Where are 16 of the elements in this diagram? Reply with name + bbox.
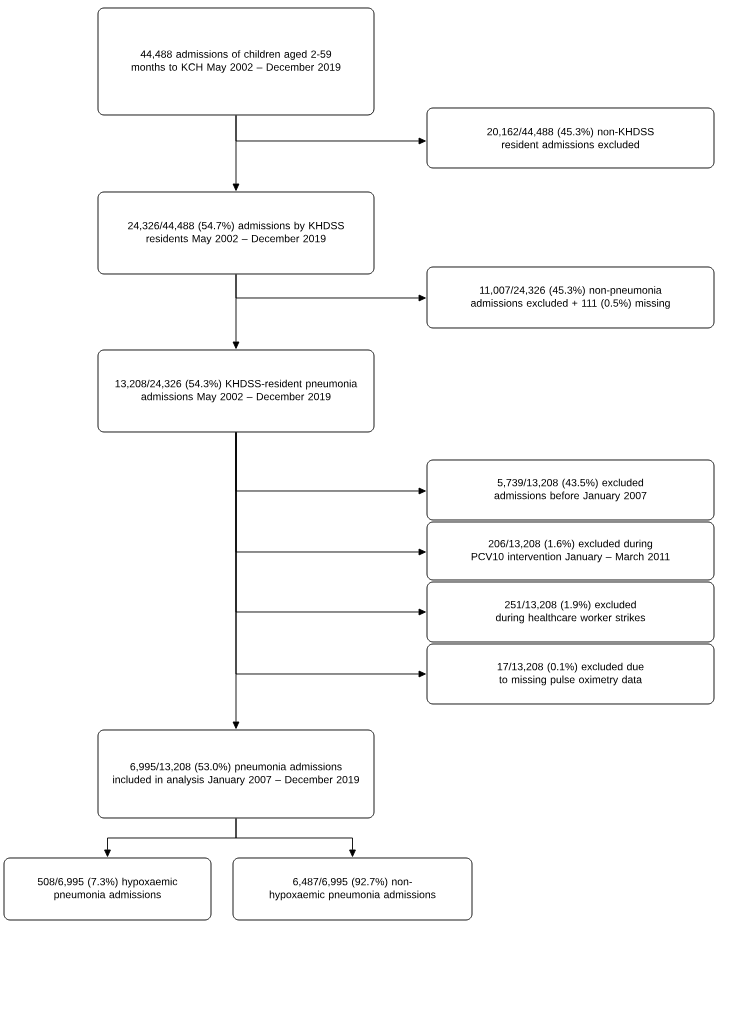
flow-box: 6,995/13,208 (53.0%) pneumonia admissions included in analysis January 2007 – December 2019 <box>97 729 375 819</box>
flow-box: 17/13,208 (0.1%) excluded due to missing pulse oximetry data <box>426 643 715 705</box>
flow-box: 11,007/24,326 (45.3%) non-pneumonia admissions excluded + 111 (0.5%) missing <box>426 266 715 329</box>
flow-box: 508/6,995 (7.3%) hypoxaemic pneumonia admissions <box>3 857 212 921</box>
flow-box: 206/13,208 (1.6%) excluded during PCV10 intervention January – March 2011 <box>426 521 715 581</box>
arrow <box>235 818 356 857</box>
arrow <box>235 274 426 302</box>
flow-box: 24,326/44,488 (54.7%) admissions by KHDSS residents May 2002 – December 2019 <box>97 191 375 275</box>
arrow <box>235 432 426 678</box>
flow-box: 251/13,208 (1.9%) excluded during healthcare worker strikes <box>426 581 715 643</box>
flow-box: 20,162/44,488 (45.3%) non-KHDSS resident admissions excluded <box>426 107 715 169</box>
arrow <box>235 115 426 145</box>
flow-box: 5,739/13,208 (43.5%) excluded admissions before January 2007 <box>426 459 715 521</box>
flow-box: 6,487/6,995 (92.7%) non-hypoxaemic pneumonia admissions <box>232 857 473 921</box>
flow-box: 13,208/24,326 (54.3%) KHDSS-resident pneumonia admissions May 2002 – December 2019 <box>97 349 375 433</box>
flow-box: 44,488 admissions of children aged 2-59 months to KCH May 2002 – December 2019 <box>97 7 375 116</box>
